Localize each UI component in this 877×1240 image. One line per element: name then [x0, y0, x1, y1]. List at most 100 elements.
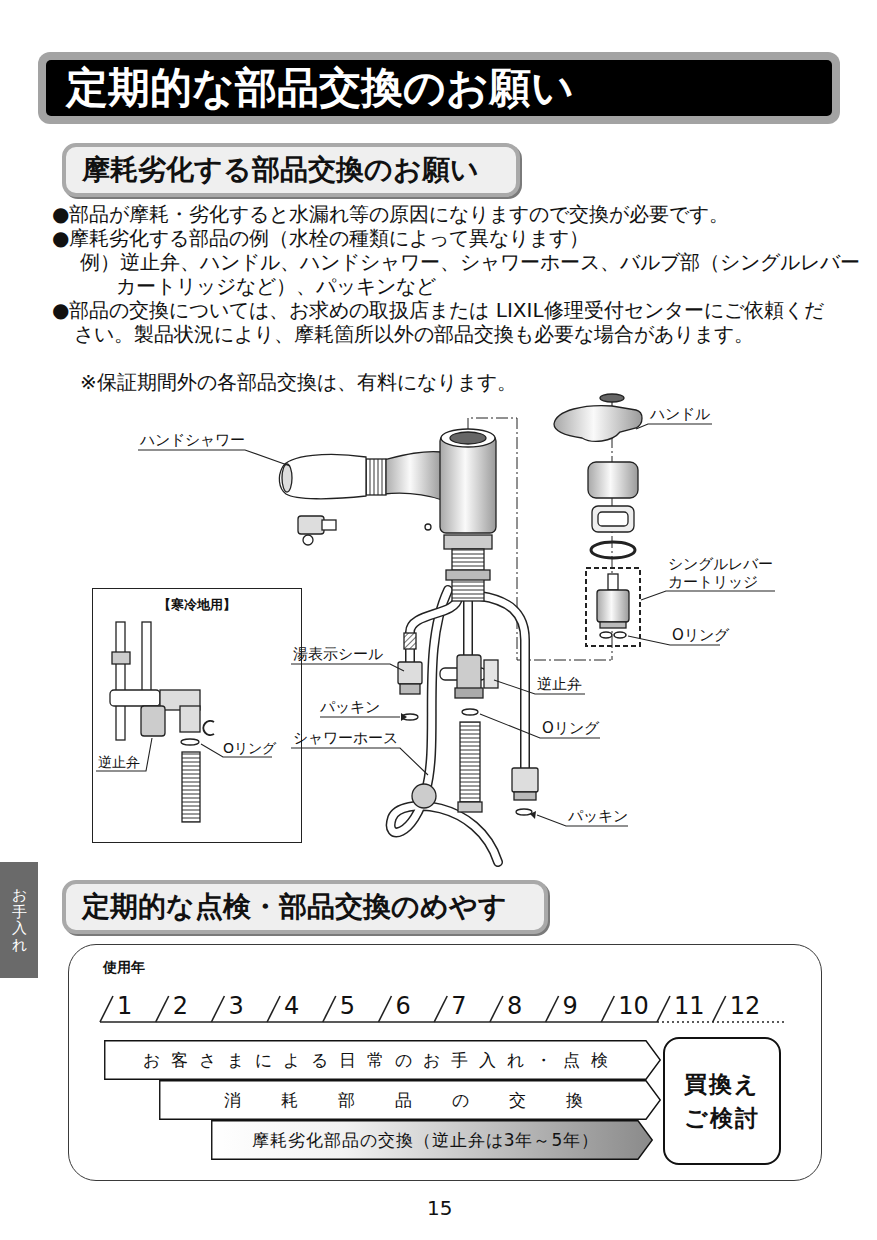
faucet-dial [450, 432, 486, 444]
year-number: 9 [563, 992, 578, 1020]
hose-fitting [512, 768, 538, 792]
inset-box: 【寒冷地用】 [92, 588, 302, 843]
o-ring [462, 709, 478, 715]
spray-face [282, 464, 292, 492]
year-slash [434, 996, 447, 1022]
hose-nut [514, 792, 536, 800]
year-slash [713, 996, 726, 1022]
leader-line [641, 591, 775, 600]
elbow-fitting [180, 706, 200, 732]
hose-grip [366, 459, 386, 495]
part-label: ハンドシャワー [140, 430, 245, 450]
clamp-bracket [484, 660, 498, 688]
timeline-frame: 使用年お客さまによる日常のお手入れ・点検消耗部品の交換摩耗劣化部品の交換（逆止弁… [68, 944, 822, 1181]
axis-title: 使用年 [103, 959, 145, 977]
title-bar: 定期的な部品交換のお願い [46, 60, 832, 116]
corrugated-hose [182, 752, 200, 822]
handle-cap [600, 394, 624, 402]
arrow-band-outline [105, 1041, 661, 1080]
hot-supply-hose [410, 598, 458, 664]
corrugated-hose [460, 722, 480, 802]
end-box: 買換えご検討 [663, 1037, 781, 1165]
arrow-band: 摩耗劣化部品の交換（逆止弁は3年～5年） [211, 1120, 653, 1160]
part-label: シングルレバーカートリッジ [668, 555, 779, 591]
part-label: Oリング [223, 739, 276, 757]
o-ring [600, 632, 612, 638]
part-label: Oリング [542, 718, 599, 738]
heading-text: 定期的な点検・部品交換のめやす [82, 888, 507, 926]
band-text: お客さまによる日常のお手入れ・点検 [132, 1049, 619, 1072]
faucet-exploded-view [279, 394, 642, 862]
part-label: パッキン [320, 697, 380, 717]
inset-drawing [110, 622, 214, 822]
leader-line [291, 748, 428, 775]
packing [516, 809, 532, 815]
clip [203, 721, 214, 735]
part-label: ハンドル [650, 404, 710, 424]
leader-line [636, 424, 712, 429]
check-valve [141, 706, 165, 736]
band-text: 消耗部品の交換 [184, 1089, 623, 1112]
part-label: シャワーホース [293, 728, 398, 748]
ring-nut [598, 512, 628, 526]
faucet-body [440, 435, 496, 533]
hot-supply-hose [410, 598, 458, 664]
cartridge [597, 590, 629, 622]
year-slash [211, 996, 224, 1022]
year-number: 2 [173, 992, 188, 1020]
heading-text: 摩耗劣化する部品交換のお願い [82, 151, 479, 189]
inset-title: 【寒冷地用】 [93, 596, 301, 614]
spout [384, 452, 442, 500]
year-slash [156, 996, 169, 1022]
part-label: パッキン [568, 806, 628, 826]
leader-line [320, 716, 400, 717]
cover [588, 462, 638, 498]
year-number: 6 [396, 992, 411, 1020]
shower-hose [391, 590, 498, 862]
ring-nut [592, 506, 634, 532]
page-title: 定期的な部品交換のお願い [46, 60, 832, 116]
leader-line [480, 714, 600, 738]
screw [425, 524, 431, 530]
year-slash [601, 996, 614, 1022]
note-text: ●摩耗劣化する部品の例（水栓の種類によって異なります） [52, 226, 852, 250]
year-slash [490, 996, 503, 1022]
cold-supply-hose [463, 598, 473, 656]
note-text: ●部品の交換については、お求めの取扱店または LIXIL修理受付センターにご依頼… [52, 298, 842, 346]
year-slash [546, 996, 559, 1022]
band-text: 摩耗劣化部品の交換（逆止弁は3年～5年） [251, 1129, 600, 1152]
hose-fitting [398, 662, 422, 684]
note-text: 例）逆止弁、ハンドル、ハンドシャワー、シャワーホース、バルブ部（シングルレバーカ… [80, 250, 870, 298]
side-tab: お手入れ [0, 862, 38, 978]
part-label: 逆止弁 [537, 674, 582, 694]
clamp [110, 690, 160, 706]
hose-nut [400, 684, 420, 694]
arrow-band-outline [160, 1081, 661, 1120]
faucet-top [441, 429, 495, 447]
year-slash [379, 996, 392, 1022]
part-label: 逆止弁 [98, 753, 140, 771]
arrow-band-outline [212, 1121, 653, 1160]
year-slash [657, 996, 670, 1022]
year-number: 5 [340, 992, 355, 1020]
packing [402, 714, 418, 720]
cartridge-stem [608, 574, 618, 590]
part-label: 湯表示シール [293, 644, 383, 664]
cold-supply-hose [465, 598, 472, 656]
year-number: 8 [507, 992, 522, 1020]
o-ring [614, 632, 626, 638]
shower-hose [391, 590, 498, 862]
year-slash [100, 996, 113, 1022]
hand-shower-head [279, 455, 366, 499]
axis-line-dotted [657, 1021, 785, 1022]
section-heading: 定期的な点検・部品交換のめやす [62, 880, 548, 934]
year-slash [267, 996, 280, 1022]
hose-nut [412, 784, 436, 808]
spray-adapter [303, 535, 313, 545]
note-text: ※保証期間外の各部品交換は、有料になります。 [80, 370, 840, 394]
o-ring [181, 739, 199, 745]
lock-nut [446, 570, 490, 580]
leader-line [96, 738, 152, 771]
pipe [116, 622, 125, 740]
arrow-band: お客さまによる日常のお手入れ・点検 [104, 1040, 661, 1080]
